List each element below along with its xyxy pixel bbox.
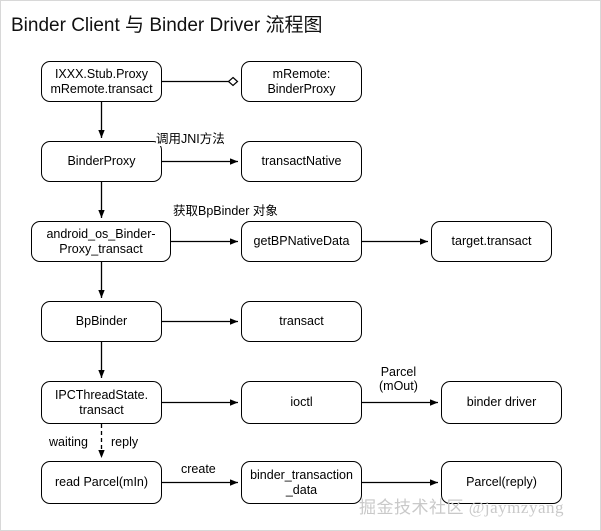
node-mremote-line1: mRemote: xyxy=(272,66,331,81)
node-ioctl[interactable]: ioctl xyxy=(241,381,362,424)
node-ipcthreadstate-line2: transact xyxy=(79,402,124,417)
node-parcel-reply[interactable]: Parcel(reply) xyxy=(441,461,562,504)
edge-label-parcel-mout-line2: (mOut) xyxy=(379,379,418,393)
node-read-parcel-label: read Parcel(mIn) xyxy=(54,475,149,489)
node-ipcthreadstate-line1: IPCThreadState. xyxy=(54,387,149,402)
node-ipcthreadstate-transact[interactable]: IPCThreadState. transact xyxy=(41,381,162,424)
edge-label-waiting: waiting xyxy=(49,435,88,449)
node-getbpnativedata-label: getBPNativeData xyxy=(253,234,350,248)
node-jni-transact-line2: Proxy_transact xyxy=(59,241,143,256)
edge-label-get-bpbinder: 获取BpBinder 对象 xyxy=(173,204,278,218)
node-mremote-binderproxy[interactable]: mRemote: BinderProxy xyxy=(241,61,362,102)
aggregation-diamond-icon xyxy=(227,76,239,87)
node-android-os-binderproxy-transact[interactable]: android_os_Binder- Proxy_transact xyxy=(31,221,171,262)
node-stub-proxy-line2: mRemote.transact xyxy=(50,81,153,96)
node-transactnative[interactable]: transactNative xyxy=(241,141,362,182)
node-transact[interactable]: transact xyxy=(241,301,362,342)
node-bpbinder-label: BpBinder xyxy=(75,314,128,328)
node-ioctl-label: ioctl xyxy=(290,395,313,409)
node-binderproxy-label: BinderProxy xyxy=(67,154,136,168)
edge-label-jni-method: 调用JNI方法 xyxy=(156,132,225,146)
node-parcel-reply-label: Parcel(reply) xyxy=(466,475,537,489)
node-btd-line1: binder_transaction xyxy=(250,467,353,482)
node-binder-driver-label: binder driver xyxy=(466,395,537,409)
watermark: 掘金技术社区 @jaymzyang xyxy=(359,498,564,517)
node-mremote-line2: BinderProxy xyxy=(267,81,336,96)
node-transact-label: transact xyxy=(279,314,324,328)
edge-label-create: create xyxy=(181,462,216,476)
node-target-transact-label: target.transact xyxy=(451,234,532,248)
node-stub-proxy-line1: IXXX.Stub.Proxy xyxy=(54,66,149,81)
edge-label-parcel-mout: Parcel (mOut) xyxy=(379,365,418,393)
node-transactnative-label: transactNative xyxy=(261,154,342,168)
edge-label-reply: reply xyxy=(111,435,139,449)
node-bpbinder[interactable]: BpBinder xyxy=(41,301,162,342)
node-btd-line2: _data xyxy=(285,482,318,497)
node-stub-proxy[interactable]: IXXX.Stub.Proxy mRemote.transact xyxy=(41,61,162,102)
node-target-transact[interactable]: target.transact xyxy=(431,221,552,262)
node-binder-transaction-data[interactable]: binder_transaction _data xyxy=(241,461,362,504)
node-jni-transact-line1: android_os_Binder- xyxy=(46,226,156,241)
node-read-parcel-min[interactable]: read Parcel(mIn) xyxy=(41,461,162,504)
node-getbpnativedata[interactable]: getBPNativeData xyxy=(241,221,362,262)
edge-label-parcel-mout-line1: Parcel xyxy=(380,365,417,379)
node-binder-driver[interactable]: binder driver xyxy=(441,381,562,424)
node-binderproxy[interactable]: BinderProxy xyxy=(41,141,162,182)
page-title: Binder Client 与 Binder Driver 流程图 xyxy=(11,15,323,36)
